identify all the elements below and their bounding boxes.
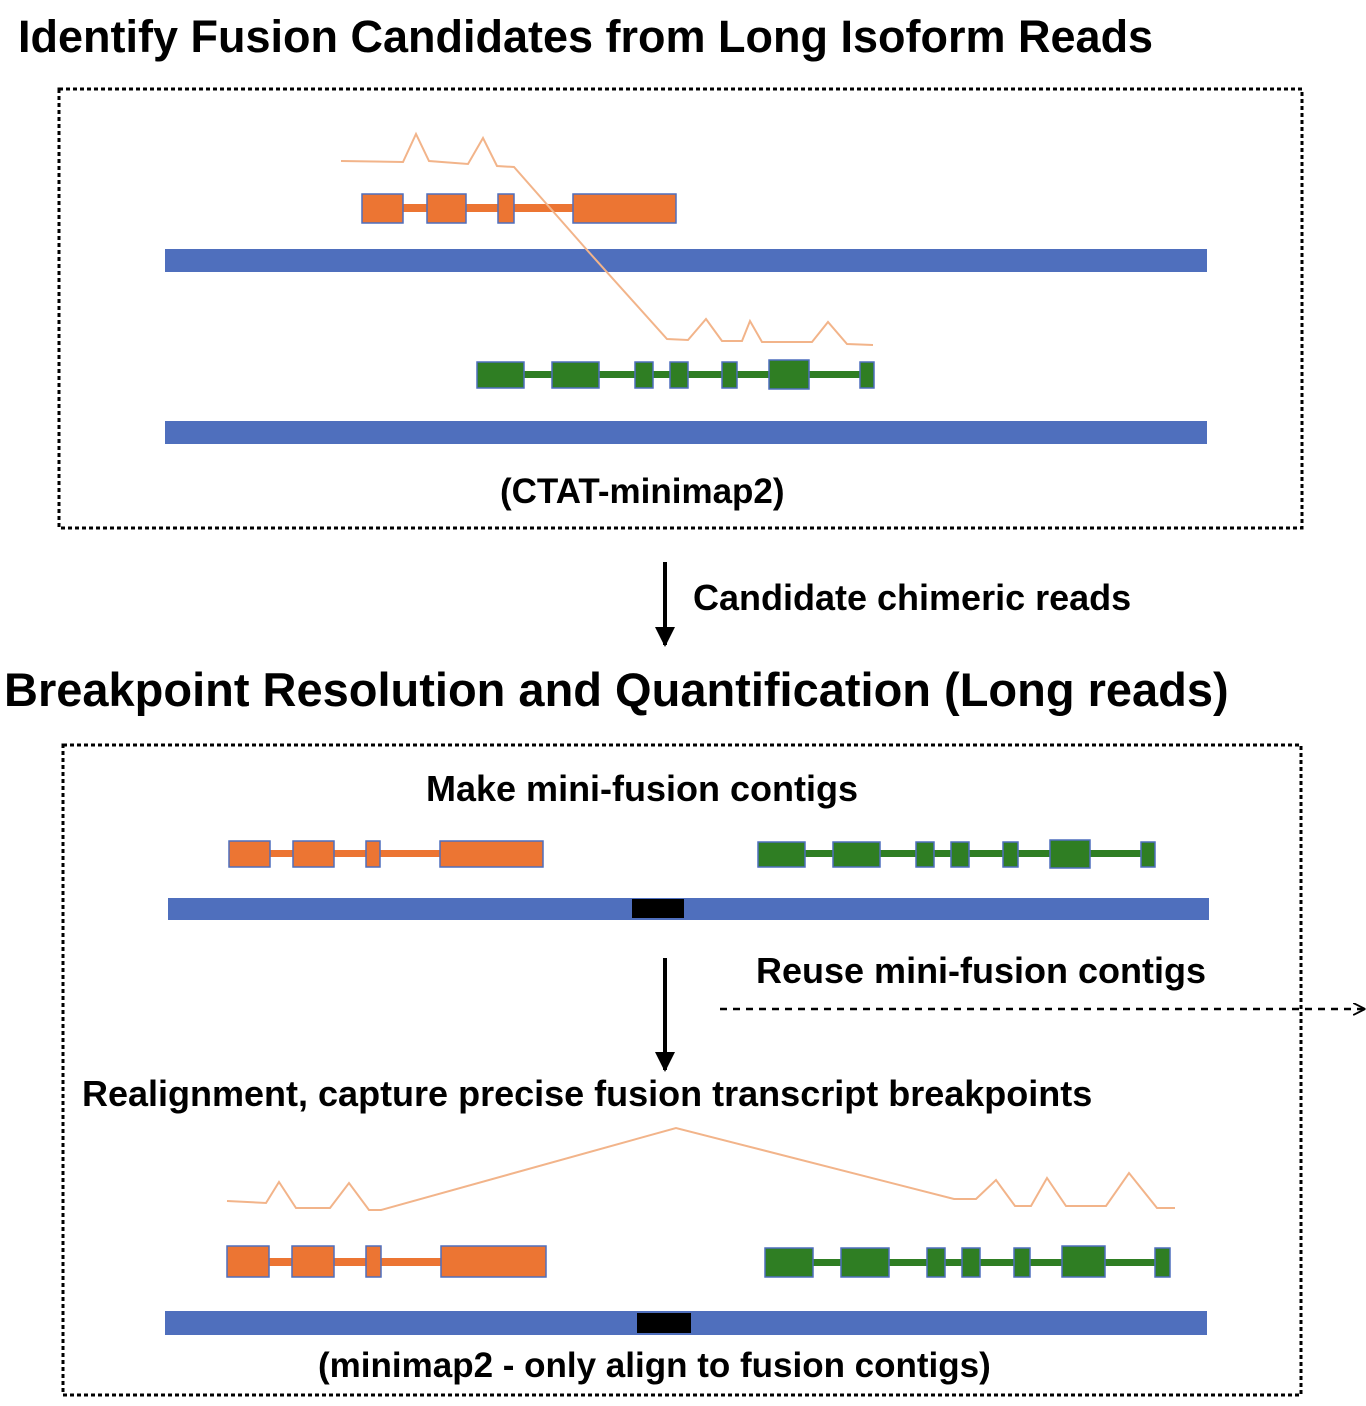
breakpoint-panel-border: [61, 743, 1303, 1397]
gene-b-exon: [832, 841, 881, 868]
reuse-contigs-label: Reuse mini-fusion contigs: [756, 950, 1207, 991]
gene-b-exon: [926, 1247, 946, 1278]
gene-b-exon: [915, 841, 935, 868]
identify-fusion-title: Identify Fusion Candidates from Long Iso…: [18, 11, 1154, 62]
gene-a-exon: [426, 193, 467, 224]
gene-a-exon: [440, 1245, 547, 1278]
genome-bar: [165, 421, 1207, 444]
gene-a-exon: [572, 193, 677, 224]
gene-a-exon: [228, 840, 271, 868]
identify-panel-border: [57, 87, 1304, 530]
gene-b-exon: [1061, 1245, 1106, 1278]
gene-b-exon: [1140, 841, 1156, 868]
gene-b-exon: [961, 1247, 981, 1278]
make-contigs-label: Make mini-fusion contigs: [426, 768, 859, 809]
gene-b-intron: [524, 371, 864, 378]
gene-b-intron: [813, 1259, 1158, 1266]
gene-b-intron: [805, 850, 1145, 857]
gene-a-exon: [226, 1245, 270, 1278]
breakpoint-marker: [637, 1313, 691, 1333]
gene-b-exon: [1049, 839, 1091, 869]
gene-b-exon: [721, 361, 738, 389]
gene-a-exon: [365, 840, 381, 868]
gene-b-exon: [768, 359, 810, 390]
contig-genome-bar: [168, 898, 1209, 920]
gene-a-intron: [269, 1258, 441, 1266]
gene-a-exon: [292, 840, 335, 868]
chimeric-read-alignment: [340, 131, 874, 346]
realign-gene-b-model: [764, 1245, 1171, 1278]
minimap2-fusion-label: (minimap2 - only align to fusion contigs…: [318, 1346, 991, 1385]
gene-b-exon: [669, 361, 689, 389]
gene-a-exon: [497, 193, 515, 224]
gene-a-exon: [365, 1245, 382, 1278]
gene-b-exon: [1013, 1247, 1031, 1278]
gene-a-exon: [291, 1245, 335, 1278]
gene-b-exon: [634, 361, 654, 389]
realignment-label: Realignment, capture precise fusion tran…: [82, 1073, 1093, 1114]
gene-b-exon: [840, 1247, 890, 1278]
genome-bar: [165, 249, 1207, 272]
gene-a-exon: [361, 193, 404, 224]
gene-a-intron: [270, 850, 440, 857]
gene-b-exon: [757, 841, 806, 868]
breakpoint-marker: [632, 899, 684, 918]
gene-b-exon: [764, 1247, 814, 1278]
contig-gene-a-model: [228, 840, 544, 868]
gene-b-exon: [950, 841, 970, 868]
gene-b-exon: [551, 361, 600, 389]
gene-a-exon: [439, 840, 544, 868]
gene-b-exon: [859, 361, 875, 389]
gene-b-model: [476, 359, 875, 390]
ctat-minimap2-label: (CTAT-minimap2): [500, 472, 785, 511]
gene-b-exon: [1002, 841, 1019, 868]
contig-gene-b-model: [757, 839, 1156, 869]
gene-b-exon: [476, 361, 525, 389]
realigned-read: [226, 1126, 1175, 1211]
gene-a-intron: [403, 204, 573, 212]
realign-gene-a-model: [226, 1245, 547, 1278]
gene-b-exon: [1154, 1247, 1171, 1278]
candidate-reads-label: Candidate chimeric reads: [693, 577, 1132, 618]
breakpoint-resolution-title: Breakpoint Resolution and Quantification…: [4, 663, 1229, 716]
gene-a-model: [361, 193, 677, 224]
